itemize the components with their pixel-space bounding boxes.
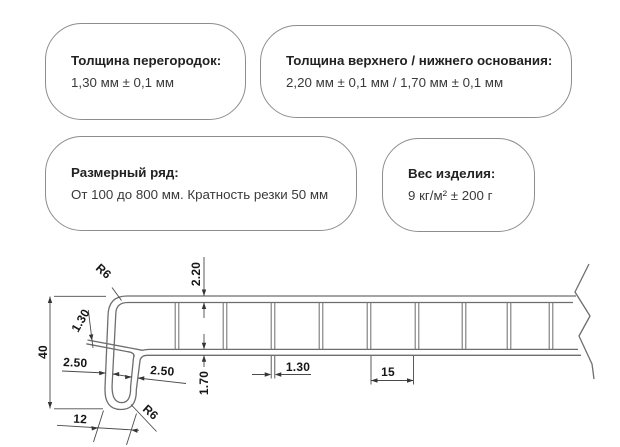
- spec-card-partition-thickness: Толщина перегородок: 1,30 мм ± 0,1 мм: [45, 23, 246, 120]
- break-line: [574, 263, 595, 380]
- card-title: Вес изделия:: [408, 166, 496, 181]
- card-value: 1,30 мм ± 0,1 мм: [71, 74, 175, 90]
- card-title: Размерный ряд:: [71, 164, 179, 180]
- dim-label-chamber-width: 15: [381, 365, 395, 379]
- dim-label-back-wall: 2.50: [150, 363, 175, 379]
- card-title: Толщина верхнего / нижнего основания:: [286, 52, 553, 68]
- spec-card-product-weight: Вес изделия: 9 кг/м² ± 200 г: [382, 138, 535, 232]
- dim-label-top-wall: 2.20: [189, 262, 203, 286]
- profile-cross-section-drawing: R6 2.20 1.30 40 2.50 2.50 1.70 1.30 15 1…: [36, 257, 595, 446]
- dim-label-front-diagonal-wall: 1.30: [68, 306, 92, 334]
- dimension-arrows: [47, 289, 414, 433]
- dimension-labels: R6 2.20 1.30 40 2.50 2.50 1.70 1.30 15 1…: [36, 261, 395, 427]
- dim-label-height: 40: [36, 345, 50, 359]
- chamber-partitions: [174, 302, 554, 350]
- dim-label-partition: 1.30: [286, 360, 310, 374]
- dim-label-radius-bottom: R6: [140, 402, 161, 423]
- spec-card-size-range: Размерный ряд: От 100 до 800 мм. Кратнос…: [45, 136, 357, 231]
- card-value: 2,20 мм ± 0,1 мм / 1,70 мм ± 0,1 мм: [286, 74, 504, 90]
- dim-label-radius-top: R6: [93, 261, 114, 282]
- spec-card-base-thickness: Толщина верхнего / нижнего основания: 2,…: [260, 25, 572, 118]
- card-value: 9 кг/м² ± 200 г: [408, 188, 493, 203]
- dim-label-bottom-wall: 1.70: [197, 371, 211, 395]
- dimension-lines: [49, 257, 414, 446]
- dim-label-nose-width: 12: [73, 412, 88, 427]
- card-title: Толщина перегородок:: [71, 52, 222, 68]
- profile-outline: [86, 295, 581, 411]
- card-value: От 100 до 800 мм. Кратность резки 50 мм: [71, 186, 329, 202]
- dim-label-front-wall: 2.50: [63, 355, 88, 370]
